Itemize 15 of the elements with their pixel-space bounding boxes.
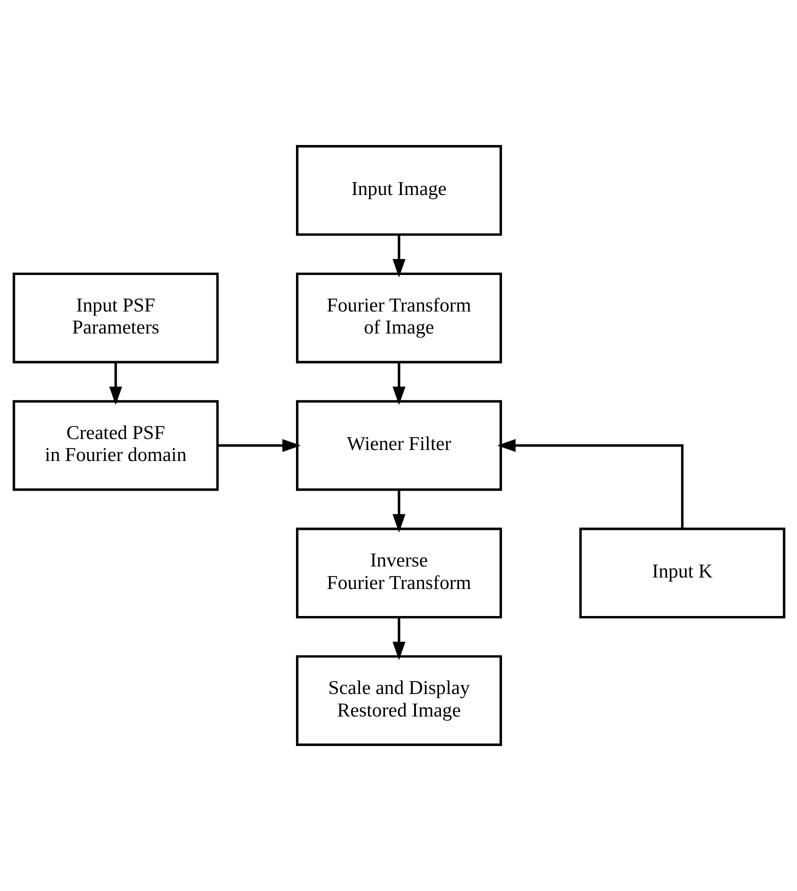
arrow: [108, 362, 122, 406]
node-box: Input K: [578, 528, 785, 618]
arrow: [217, 439, 300, 452]
node-box: Input Image: [295, 145, 502, 236]
arrow: [496, 439, 684, 529]
node-box: Scale and Display Restored Image: [295, 655, 502, 746]
node-box: Input PSF Parameters: [12, 272, 218, 364]
node-box: Inverse Fourier Transform: [295, 528, 502, 618]
arrow: [392, 617, 405, 660]
node-box: Wiener Filter: [295, 400, 502, 491]
node-box: Fourier Transform of Image: [295, 272, 502, 364]
node-box: Created PSF in Fourier domain: [12, 400, 218, 491]
arrow: [392, 234, 405, 278]
arrow: [392, 490, 405, 533]
arrow: [392, 362, 405, 406]
